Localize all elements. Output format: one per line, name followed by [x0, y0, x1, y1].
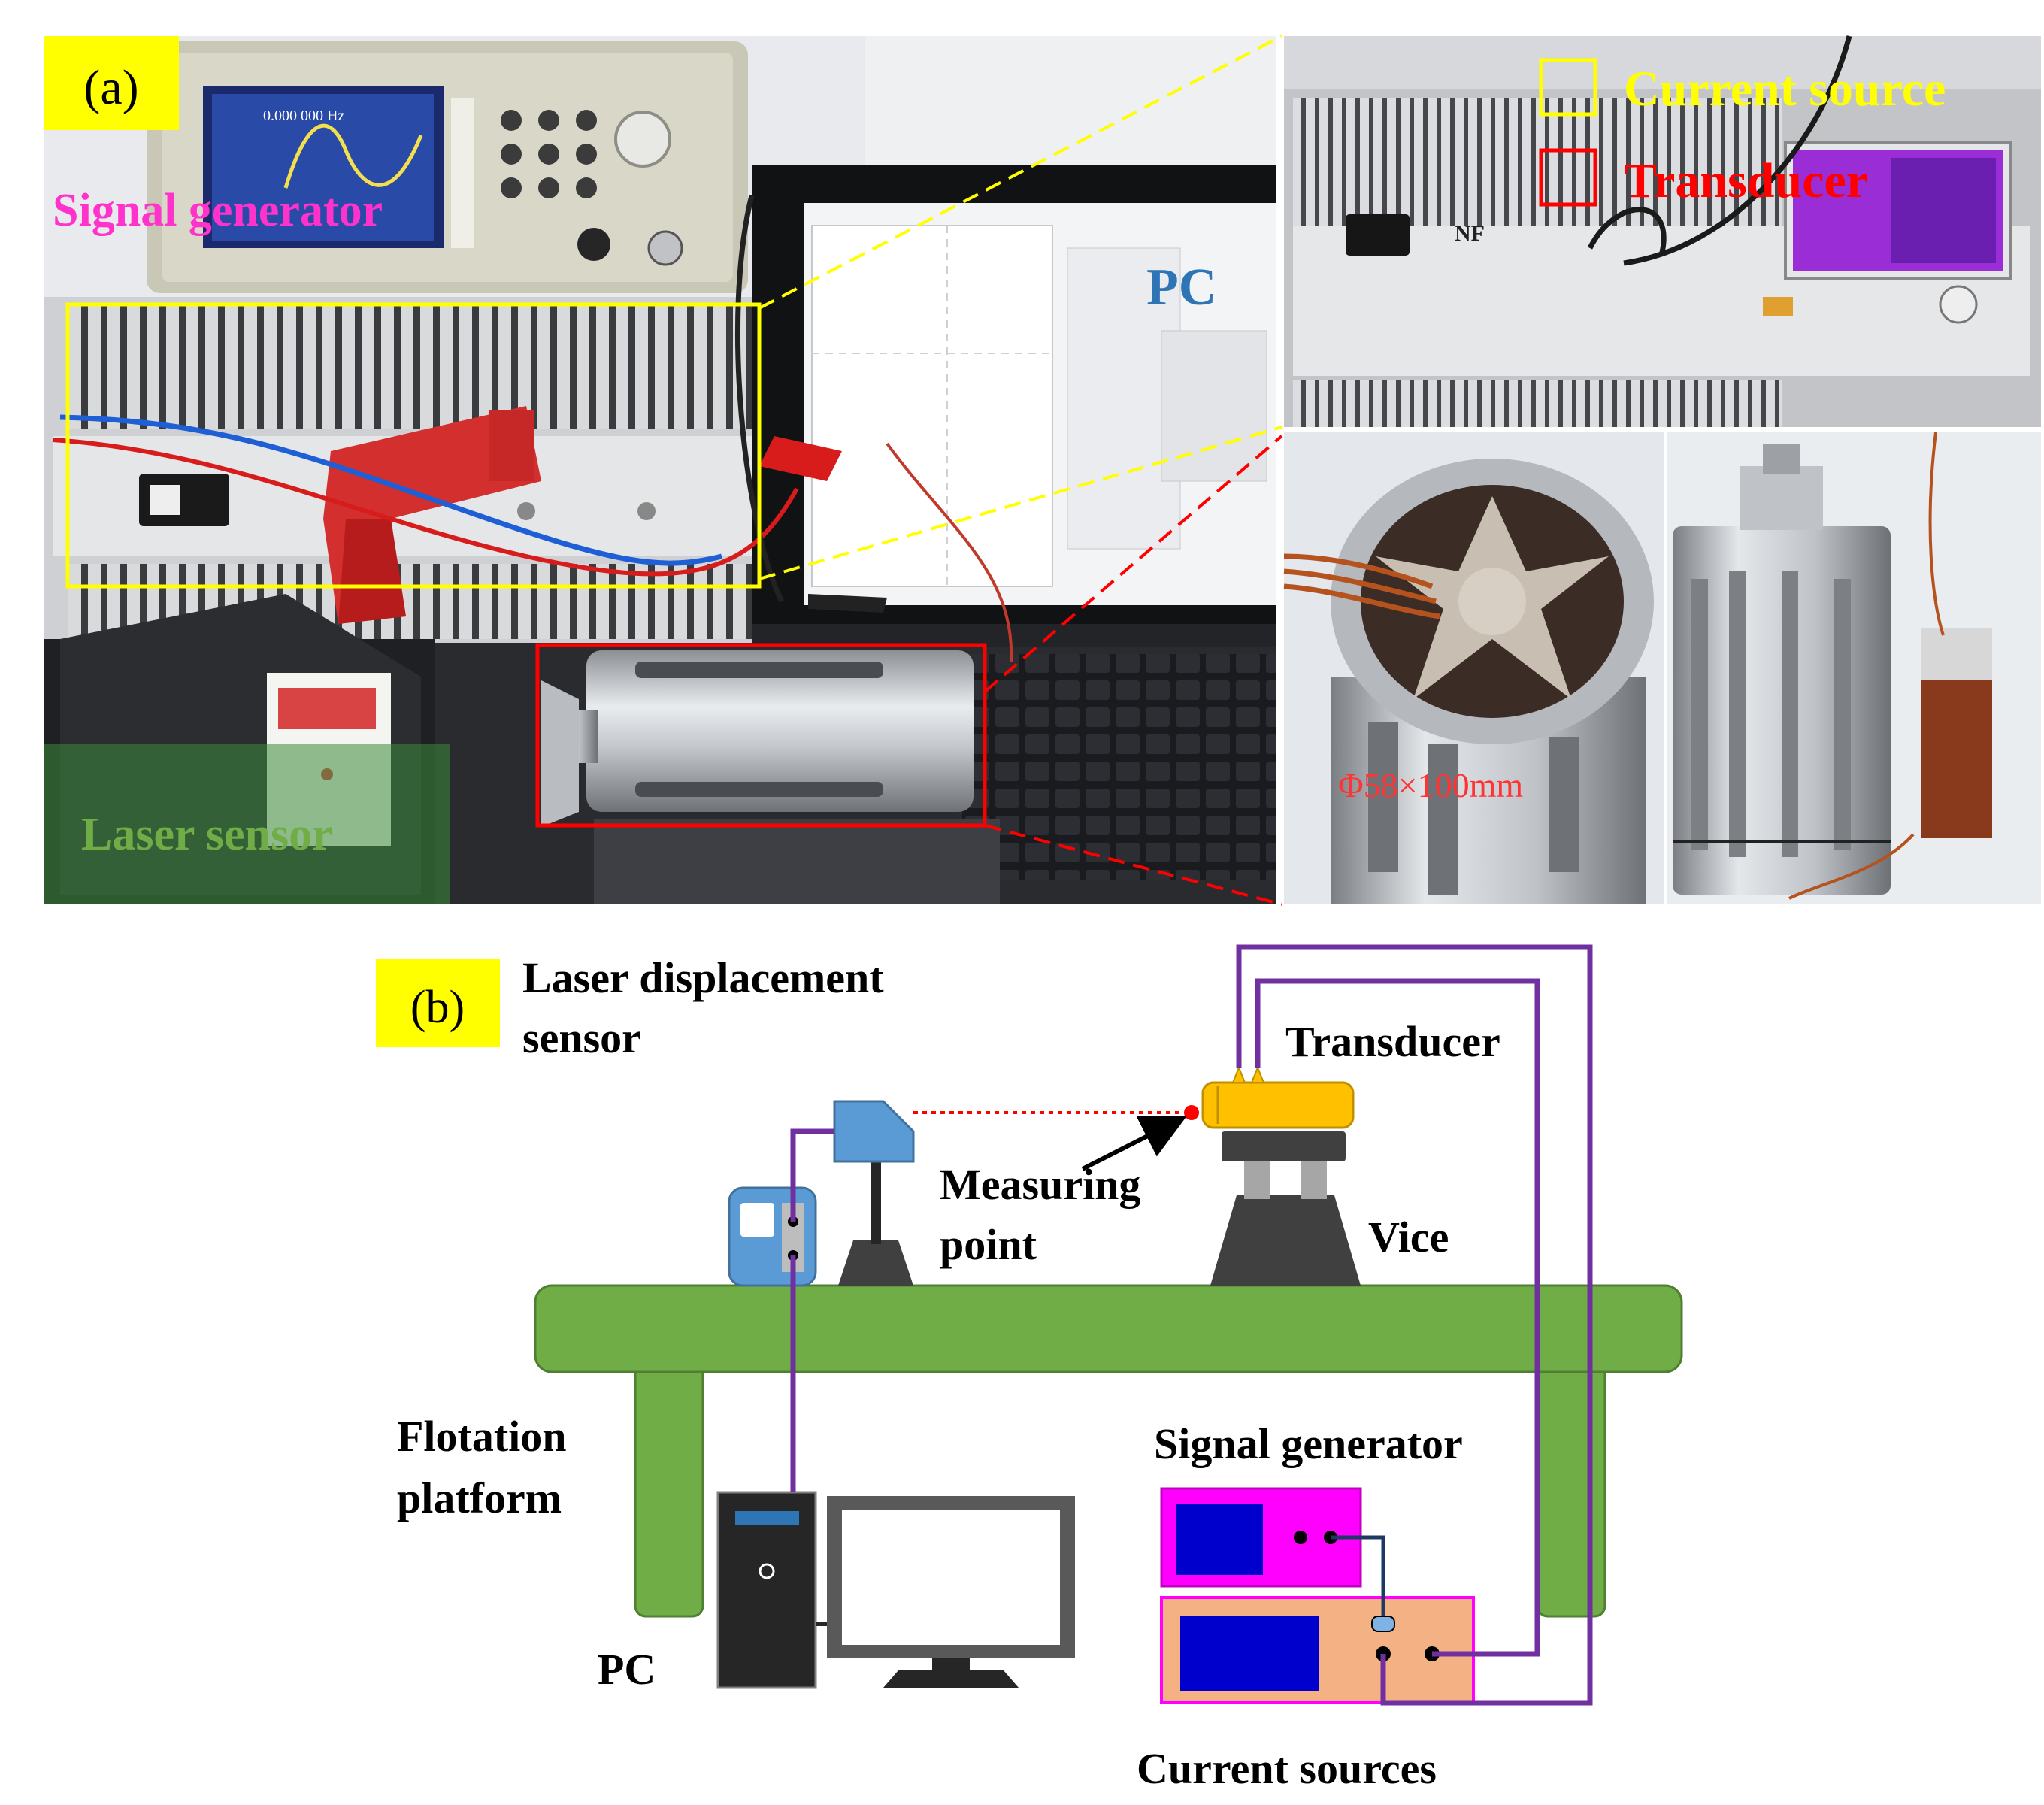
panel-a-tag-bg	[44, 36, 179, 130]
label-platform-line1: Flotation	[397, 1412, 567, 1461]
nf-brand-label: NF	[1455, 221, 1485, 246]
transducer-in-vice	[541, 650, 1000, 904]
ir-thermometer	[323, 406, 541, 624]
label-laser-sensor-line1: Laser displacement	[522, 953, 884, 1002]
pc-tower	[716, 1491, 817, 1689]
pc-monitor-schematic	[816, 1496, 1075, 1688]
zoom-line-red-top	[983, 435, 1283, 693]
purple-wiring	[790, 944, 1593, 1706]
current-source-inset: NF	[1284, 35, 2041, 427]
generator-to-source-cable	[1331, 1535, 1385, 1616]
measuring-point-arrow	[1081, 1116, 1187, 1171]
transducer-schematic	[1184, 1065, 1355, 1129]
zoom-line-red-bottom	[984, 824, 1282, 906]
generator-readout: 0.000 000 Hz	[263, 108, 344, 124]
main-photo: 0.000 000 Hz	[44, 36, 1276, 904]
transducer-highlight-box	[535, 643, 987, 828]
panel-b-tag-bg	[376, 959, 500, 1047]
panel-b-tag: (b)	[410, 982, 465, 1033]
signal-generator-device: 0.000 000 Hz	[147, 41, 748, 293]
label-current-sources: Current sources	[1137, 1744, 1437, 1793]
panel-a: 0.000 000 Hz	[44, 35, 2041, 906]
pc-monitor	[752, 165, 1276, 880]
flotation-platform	[534, 1284, 1683, 1618]
label-measuring-line1: Measuring	[940, 1160, 1140, 1209]
current-source-schematic	[1160, 1596, 1475, 1704]
transducer-top-view	[1283, 432, 1664, 904]
panel-a-tag: (a)	[83, 60, 138, 115]
label-platform-line2: platform	[397, 1473, 562, 1522]
signal-generator-schematic	[1160, 1487, 1362, 1588]
label-vice: Vice	[1368, 1213, 1449, 1261]
panel-b: (b) Laser displacement sensor Transducer…	[376, 944, 1683, 1793]
photo-label-current-source: Current source	[1624, 62, 1946, 117]
photo-label-dimension: Φ58×100mm	[1338, 766, 1523, 804]
photo-label-signal-generator: Signal generator	[53, 185, 383, 236]
laser-sensor-device	[44, 594, 450, 904]
zoom-line-yellow-bottom	[759, 426, 1282, 580]
transducer-side-view	[1667, 432, 2041, 904]
transducer-legend-box	[1539, 148, 1597, 207]
label-pc: PC	[598, 1645, 656, 1694]
cables	[52, 195, 1013, 662]
photo-label-pc: PC	[1146, 259, 1216, 316]
current-source-legend-box	[1539, 58, 1597, 117]
photo-label-transducer: Transducer	[1624, 153, 1868, 208]
label-signal-generator: Signal generator	[1154, 1419, 1463, 1468]
label-transducer: Transducer	[1285, 1017, 1500, 1066]
label-laser-sensor-line2: sensor	[522, 1013, 641, 1062]
photo-label-laser-sensor: Laser sensor	[81, 809, 333, 860]
vice	[1210, 1131, 1361, 1286]
laser-displacement-sensor	[833, 1100, 915, 1286]
laser-controller	[728, 1186, 817, 1287]
current-source-highlight-box	[65, 302, 762, 589]
label-measuring-line2: point	[940, 1220, 1037, 1269]
zoom-line-yellow-top	[759, 35, 1282, 310]
